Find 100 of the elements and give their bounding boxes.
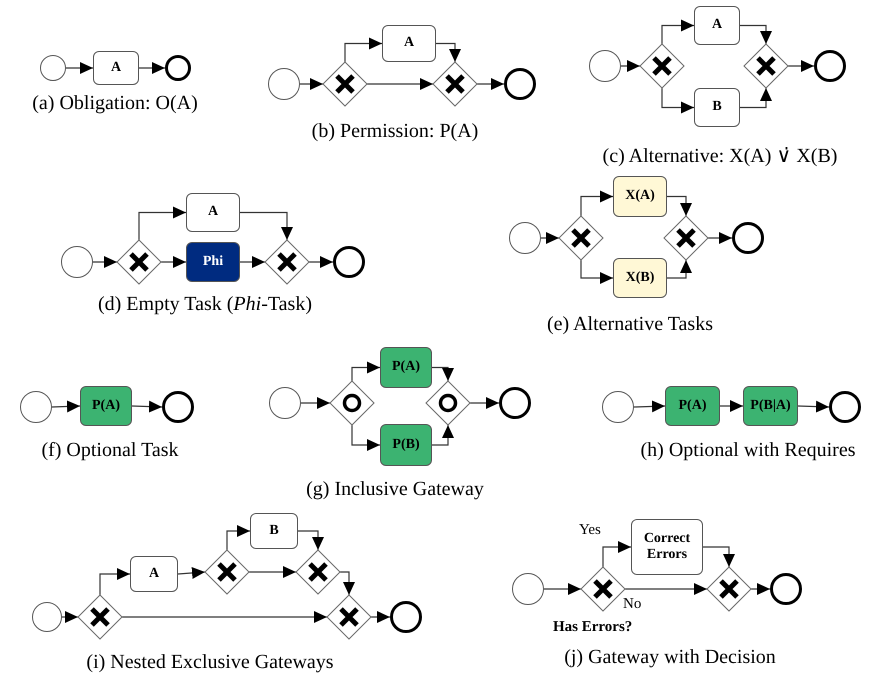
task-box xyxy=(613,176,667,217)
start-event-circle xyxy=(20,391,52,423)
start-event-circle xyxy=(602,391,634,423)
arrow xyxy=(93,256,117,268)
arrow xyxy=(625,583,707,595)
arrow xyxy=(298,530,324,550)
start-event-circle xyxy=(40,55,66,81)
task-box xyxy=(694,88,740,127)
arrow xyxy=(62,611,78,623)
task-box xyxy=(380,424,432,466)
figure-caption: (g) Inclusive Gateway xyxy=(306,478,484,501)
task-box xyxy=(186,242,240,282)
task-label: X(A) xyxy=(625,188,655,205)
arrow xyxy=(740,88,772,108)
end-event-circle xyxy=(162,391,194,423)
arrow xyxy=(798,400,830,413)
figure-caption: (a) Obligation: O(A) xyxy=(32,92,198,115)
task-box xyxy=(186,193,240,232)
figure-caption: (b) Permission: P(A) xyxy=(312,120,478,143)
task-box xyxy=(631,519,703,575)
task-label: B xyxy=(712,99,722,116)
task-label: X(B) xyxy=(626,270,654,286)
arrow xyxy=(300,78,323,90)
exclusive-gateway-diamond xyxy=(327,595,371,639)
task-label: P(B|A) xyxy=(750,398,791,414)
task-label: A xyxy=(712,17,722,34)
end-event-circle xyxy=(814,50,846,82)
figure-caption: (j) Gateway with Decision xyxy=(564,646,776,669)
figure-caption: (h) Optional with Requires xyxy=(640,439,856,462)
decision-label: Has Errors? xyxy=(553,619,632,636)
task-box xyxy=(382,25,436,62)
start-event-circle xyxy=(509,222,541,254)
arrow xyxy=(351,362,380,381)
exclusive-gateway-diamond xyxy=(117,240,161,284)
arrow xyxy=(249,566,296,578)
end-event-circle xyxy=(732,222,764,254)
figure-caption: (f) Optional Task xyxy=(41,439,179,462)
figure-caption: (e) Alternative Tasks xyxy=(547,313,713,336)
arrow xyxy=(161,256,186,268)
arrow xyxy=(788,60,814,72)
inclusive-gateway-diamond xyxy=(426,381,470,425)
start-event-circle xyxy=(268,68,300,100)
task-label: P(A) xyxy=(678,398,706,414)
arrow xyxy=(99,568,130,595)
arrow xyxy=(367,78,433,90)
exclusive-gateway-diamond xyxy=(664,216,708,260)
arrow xyxy=(309,256,333,268)
arrow xyxy=(621,60,640,72)
end-event-circle xyxy=(770,573,802,605)
arrow xyxy=(351,425,380,451)
arrow xyxy=(580,190,613,216)
start-event-circle xyxy=(61,246,93,278)
arrow xyxy=(340,571,355,595)
start-event-circle xyxy=(589,50,621,82)
start-event-circle xyxy=(512,573,544,605)
task-box xyxy=(613,258,667,298)
exclusive-gateway-diamond xyxy=(707,567,751,611)
exclusive-gateway-diamond xyxy=(640,44,684,88)
exclusive-gateway-diamond xyxy=(559,216,603,260)
arrow xyxy=(667,260,692,279)
arrow xyxy=(122,611,327,623)
arrow xyxy=(178,566,206,579)
task-label: Correct Errors xyxy=(642,530,692,564)
start-event-circle xyxy=(269,387,301,419)
arrow xyxy=(661,88,694,114)
arrow xyxy=(240,256,265,268)
figure-caption: (d) Empty Task (Phi-Task) xyxy=(98,293,312,316)
end-event-circle xyxy=(390,601,422,633)
end-event-circle xyxy=(165,55,191,81)
arrow xyxy=(301,397,330,409)
arrow xyxy=(541,232,559,244)
arrow xyxy=(52,400,80,412)
arrow xyxy=(703,546,735,567)
arrow xyxy=(470,397,499,409)
arrow xyxy=(436,42,461,62)
exclusive-gateway-diamond xyxy=(581,567,625,611)
task-label: A xyxy=(148,566,160,582)
end-event-circle xyxy=(333,246,365,278)
figure-caption: (i) Nested Exclusive Gateways xyxy=(86,651,334,674)
arrow xyxy=(226,525,250,550)
figure-caption: (c) Alternative: X(A) ∨̇ X(B) xyxy=(602,144,838,168)
arrow xyxy=(432,366,454,381)
task-box xyxy=(743,386,798,426)
arrow xyxy=(667,196,692,216)
exclusive-gateway-diamond xyxy=(78,595,122,639)
exclusive-gateway-diamond xyxy=(433,62,477,106)
exclusive-gateway-diamond xyxy=(744,44,788,88)
task-box xyxy=(694,6,740,45)
task-label: B xyxy=(269,522,279,540)
exclusive-gateway-diamond xyxy=(296,550,340,594)
task-label: A xyxy=(404,35,414,52)
arrow xyxy=(740,24,772,44)
exclusive-gateway-diamond xyxy=(323,62,367,106)
arrow xyxy=(138,206,186,240)
start-event-circle xyxy=(32,602,62,632)
task-label: P(A) xyxy=(92,398,120,414)
end-event-circle xyxy=(504,68,536,100)
end-event-circle xyxy=(499,387,531,419)
task-box xyxy=(380,347,432,388)
exclusive-gateway-diamond xyxy=(205,550,249,594)
